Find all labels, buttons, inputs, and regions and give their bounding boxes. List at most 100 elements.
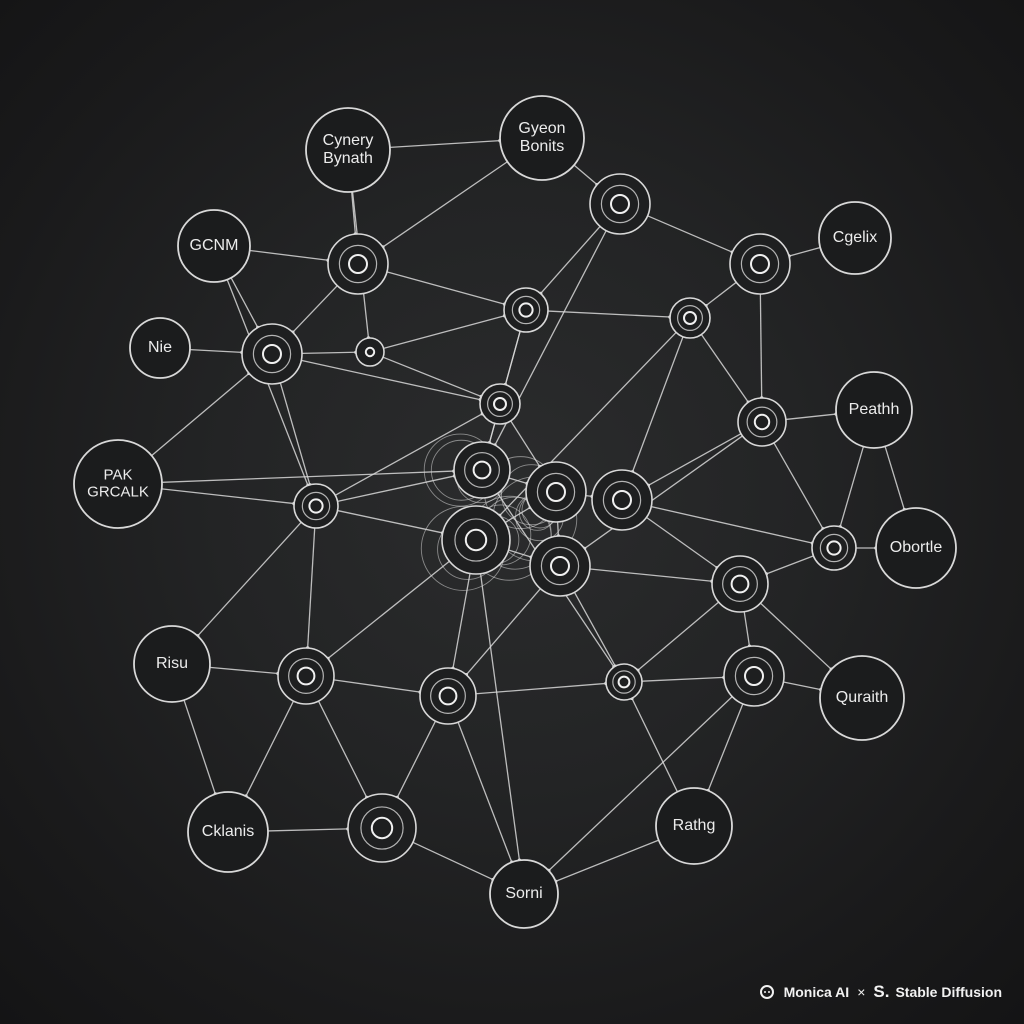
hub-node xyxy=(347,793,417,863)
hub-node-inner-ring xyxy=(288,658,324,694)
node-circle xyxy=(655,787,733,865)
node-n8: Obortle xyxy=(875,507,957,589)
edge-line xyxy=(839,446,865,528)
edge-line xyxy=(479,573,521,861)
hub-node-core xyxy=(464,528,488,552)
monica-logo-icon xyxy=(759,985,774,999)
edge-line xyxy=(510,420,541,468)
hub-node-core xyxy=(550,556,570,576)
hub-node xyxy=(711,555,769,613)
hub-node-outer-ring xyxy=(453,441,511,499)
edge-line xyxy=(327,560,450,660)
edges xyxy=(151,138,907,884)
edge-line xyxy=(547,310,671,318)
hub-node xyxy=(737,397,787,447)
hub-node-core xyxy=(683,311,697,325)
edge-line xyxy=(382,356,482,398)
edge-line xyxy=(884,446,905,510)
hub-node-core xyxy=(370,816,394,840)
edge-line xyxy=(151,372,250,457)
edge-line xyxy=(705,281,737,307)
hub-node-inner-ring xyxy=(734,656,774,696)
edge-line xyxy=(637,601,720,671)
edge-line xyxy=(508,549,532,558)
hub-node-inner-ring xyxy=(301,491,331,521)
edge-line xyxy=(292,285,338,333)
hub-node xyxy=(453,441,511,499)
hub-node-core xyxy=(612,490,632,510)
hub-node-core xyxy=(493,397,507,411)
edge-line xyxy=(548,696,733,872)
node-label: GRCALK xyxy=(87,483,149,500)
hub-node-outer-ring xyxy=(669,297,711,339)
edge-line xyxy=(337,509,443,534)
hub-node-core xyxy=(296,666,316,686)
edge-line xyxy=(759,293,763,399)
edge-line xyxy=(707,703,744,791)
hub-node-core xyxy=(348,254,368,274)
hub-node-outer-ring xyxy=(589,173,651,235)
hub-node-outer-ring xyxy=(525,461,587,523)
hub-node xyxy=(327,233,389,295)
edge-line xyxy=(337,475,455,502)
edge-line xyxy=(457,721,513,863)
node-circle xyxy=(875,507,957,589)
edge-line xyxy=(334,413,483,496)
hub-node-inner-ring xyxy=(600,184,640,224)
hub-node-inner-ring xyxy=(746,406,778,438)
hub-node-outer-ring xyxy=(355,337,385,367)
hub-node-inner-ring xyxy=(338,244,378,284)
edge-line xyxy=(647,433,742,486)
edge-line xyxy=(765,555,814,575)
edge-line xyxy=(589,568,713,582)
hub-node-inner-ring xyxy=(430,678,466,714)
hub-node-outer-ring xyxy=(503,287,549,333)
edge-line xyxy=(396,720,437,798)
hub-node-outer-ring xyxy=(441,505,511,575)
hub-node-core xyxy=(617,675,631,689)
hub-node xyxy=(669,297,711,339)
edge-line xyxy=(573,164,598,186)
hub-node-inner-ring xyxy=(740,244,780,284)
node-label: Cynery xyxy=(323,132,374,149)
hub-node-inner-ring xyxy=(819,533,849,563)
hub-node-outer-ring xyxy=(811,525,857,571)
hub-node-core xyxy=(610,194,630,214)
edge-line xyxy=(773,442,824,530)
node-label: Gyeon xyxy=(518,120,565,137)
node-n9: Risu xyxy=(133,625,211,703)
node-label: Nie xyxy=(148,339,172,356)
node-label: Sorni xyxy=(505,885,542,902)
watermark-brand: Monica AI xyxy=(783,984,850,1000)
node-n4: Cgelix xyxy=(818,201,892,275)
hub-node-outer-ring xyxy=(241,323,303,385)
hub-node-inner-ring xyxy=(487,391,514,418)
node-n12: Rathg xyxy=(655,787,733,865)
edge-line xyxy=(465,588,541,676)
hub-nodes xyxy=(241,173,857,863)
edge-line xyxy=(386,271,505,305)
hub-node-outer-ring xyxy=(605,663,643,701)
hub-node-inner-ring xyxy=(511,295,541,325)
node-label: Peathh xyxy=(849,401,900,418)
hub-node-inner-ring xyxy=(722,566,758,602)
node-circle xyxy=(489,859,559,929)
node-circle xyxy=(835,371,913,449)
edge-line xyxy=(555,839,659,882)
hub-node-core xyxy=(753,413,771,431)
edge-line xyxy=(651,505,813,544)
node-circle xyxy=(305,107,391,193)
hub-node-outer-ring xyxy=(737,397,787,447)
node-n3: GCNM xyxy=(177,209,251,283)
edge-line xyxy=(743,611,751,647)
node-circle xyxy=(819,655,905,741)
hub-node-core xyxy=(472,460,492,480)
node-circle xyxy=(177,209,251,283)
hub-node-inner-ring xyxy=(602,480,642,520)
hub-node xyxy=(811,525,857,571)
edge-line xyxy=(383,315,505,349)
